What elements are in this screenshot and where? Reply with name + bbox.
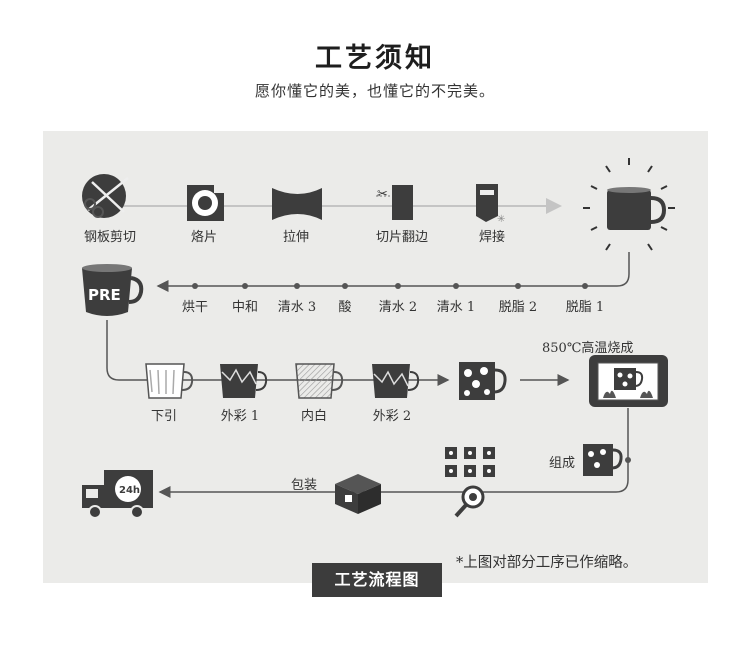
assembly-mug-icon: [583, 444, 623, 476]
magnifier-icon: [454, 485, 485, 518]
step-flanging: 切片翻边: [375, 230, 429, 245]
dip-mug-icon: [145, 363, 194, 399]
step-dip: 下引: [150, 409, 178, 424]
step-outer-color2: 外彩 2: [372, 409, 412, 424]
step-stamping: 烙片: [190, 230, 218, 245]
stretching-icon: [272, 188, 322, 220]
flower-mug-icon: [459, 362, 507, 400]
pre-badge-text: PRE: [88, 286, 121, 304]
step-inner-white: 内白: [300, 409, 328, 424]
step-packing: 包装: [290, 478, 318, 493]
step-rinse3: 清水 3: [277, 300, 317, 315]
page-title: 工艺须知: [315, 43, 435, 74]
pre-mug-icon: PRE: [82, 264, 144, 316]
steel-cutting-icon: [82, 174, 129, 218]
kiln-icon: [589, 355, 668, 407]
inner-white-mug-icon: [295, 363, 344, 399]
step-steel-cutting: 钢板剪切: [83, 230, 137, 245]
finished-mug-burst-icon: [583, 158, 675, 251]
package-box-icon: [335, 474, 381, 514]
step-rinse2: 清水 2: [378, 300, 418, 315]
row2-dots: [192, 283, 588, 289]
assembly-connector: [158, 408, 629, 498]
welding-icon: ✳: [476, 184, 505, 225]
step-degrease2: 脱脂 2: [498, 300, 538, 315]
process-chart-badge: 工艺流程图: [312, 563, 442, 597]
step-neutralize: 中和: [231, 300, 259, 315]
inspection-mugs-icon: [445, 447, 495, 477]
delivery-truck-icon: 24h: [82, 470, 153, 519]
flanging-icon: ✂: [376, 185, 413, 220]
step-welding: 焊接: [478, 230, 506, 245]
stamping-icon: [187, 185, 224, 221]
step-rinse1: 清水 1: [436, 300, 476, 315]
svg-text:✂: ✂: [377, 187, 388, 202]
footnote: *上图对部分工序已作缩略。: [456, 555, 638, 571]
step-stretching: 拉伸: [282, 230, 310, 245]
row3-connector: [106, 320, 450, 386]
outer-color1-mug-icon: [220, 364, 268, 398]
step-degrease1: 脱脂 1: [565, 300, 605, 315]
page-subtitle: 愿你懂它的美，也懂它的不完美。: [254, 82, 495, 100]
step-assembly: 组成: [549, 456, 576, 471]
row2-connector: [156, 252, 630, 292]
delivery-badge-text: 24h: [119, 485, 140, 496]
svg-text:✳: ✳: [497, 214, 505, 225]
step-firing: 850℃高温烧成: [542, 341, 634, 356]
step-drying: 烘干: [181, 300, 209, 315]
step-acid: 酸: [338, 300, 352, 315]
outer-color2-mug-icon: [372, 364, 420, 398]
step-outer-color1: 外彩 1: [220, 409, 260, 424]
